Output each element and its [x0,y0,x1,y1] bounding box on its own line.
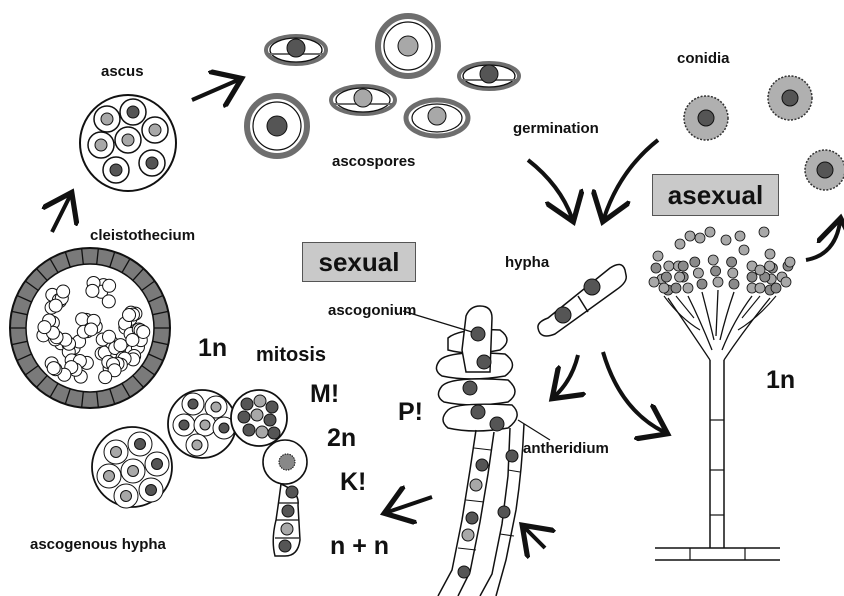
conidia-chains [649,227,795,295]
ascus [80,95,176,191]
label-germination: germination [513,120,599,137]
label-antheridium: antheridium [523,440,609,457]
arrow-cleisto-to-ascus [52,196,70,232]
label-ascogonium: ascogonium [328,302,416,319]
arrow-germination-left [528,160,572,218]
label-p-stage: P! [398,398,423,427]
label-ascospores: ascospores [332,153,415,170]
arrow-to-ascogenous [388,497,432,512]
label-cleistothecium: cleistothecium [90,227,195,244]
label-asexual: asexual [652,174,779,216]
arrow-hypha-to-asexual [603,352,664,432]
label-n-plus-n: n + n [330,532,389,561]
label-ascus: ascus [101,63,144,80]
label-ascogenous-hypha: ascogenous hypha [30,536,166,553]
ascospores [247,16,519,156]
arrow-to-conidia [806,222,840,260]
label-hypha: hypha [505,254,549,271]
label-1n-sexual: 1n [198,334,227,363]
label-k-stage: K! [340,468,366,497]
label-m-stage: M! [310,380,339,409]
label-conidia: conidia [677,50,730,67]
label-sexual: sexual [302,242,416,282]
hypha [538,264,626,336]
arrow-into-antheridium [525,528,545,548]
conidia [684,76,844,190]
label-2n: 2n [327,424,356,453]
arrow-conidia-to-hypha [604,140,658,218]
conidiophore [655,290,780,560]
label-1n-asexual: 1n [766,366,795,395]
arrow-hypha-to-sexual [555,355,578,396]
arrow-ascus-to-ascospores [192,80,238,100]
ascogenous-hypha [92,390,307,556]
cleistothecium [10,248,170,408]
label-mitosis: mitosis [256,344,326,367]
